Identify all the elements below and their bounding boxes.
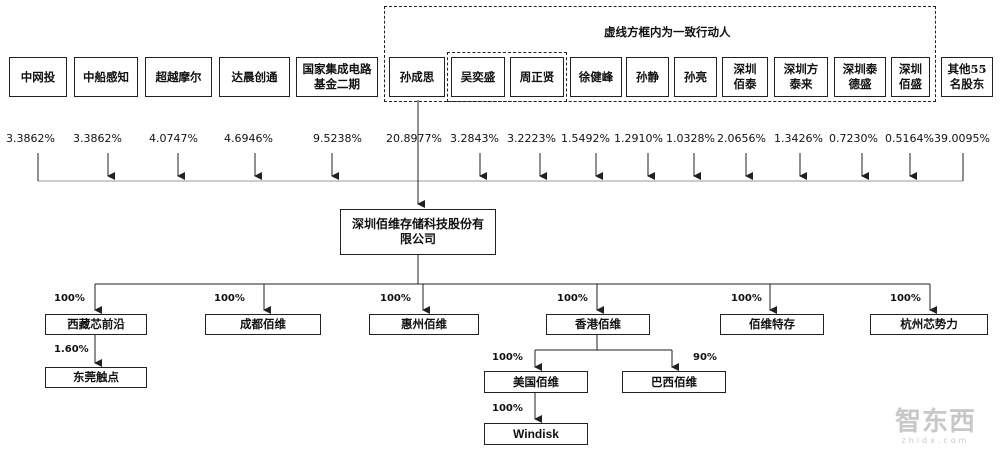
sub-subsidiary-pct: 90% xyxy=(693,352,717,363)
shareholder-box: 徐健峰 xyxy=(570,57,622,97)
shareholding-pct: 3.2843% xyxy=(450,132,499,145)
shareholding-pct: 1.2910% xyxy=(614,132,663,145)
shareholder-box: 周正贤 xyxy=(510,57,564,97)
sub-subsidiary-pct: 100% xyxy=(492,403,523,414)
shareholding-pct: 3.3862% xyxy=(6,132,55,145)
subsidiary-pct: 100% xyxy=(731,293,762,304)
subsidiary-box: 惠州佰维 xyxy=(369,314,479,335)
shareholding-pct: 4.0747% xyxy=(149,132,198,145)
sub-subsidiary-pct: 1.60% xyxy=(54,344,89,355)
shareholder-box: 深圳佰泰 xyxy=(722,57,768,97)
concert-party-label: 虚线方框内为一致行动人 xyxy=(604,25,731,39)
shareholder-box: 孙静 xyxy=(626,57,669,97)
sub-subsidiary-box: 美国佰维 xyxy=(484,371,588,393)
shareholding-pct: 1.0328% xyxy=(666,132,715,145)
shareholder-box: 中船感知 xyxy=(74,57,138,97)
watermark-logo: 智东西 zhidx.com xyxy=(895,408,976,445)
shareholder-box: 国家集成电路基金二期 xyxy=(296,57,378,97)
shareholder-box: 吴奕盛 xyxy=(451,57,505,97)
shareholding-pct: 1.3426% xyxy=(774,132,823,145)
sub-subsidiary-box: Windisk xyxy=(484,423,588,445)
shareholder-box: 达晨创通 xyxy=(219,57,290,97)
subsidiary-pct: 100% xyxy=(557,293,588,304)
subsidiary-box: 西藏芯前沿 xyxy=(45,314,147,335)
subsidiary-box: 佰维特存 xyxy=(720,314,824,335)
shareholding-pct: 4.6946% xyxy=(224,132,273,145)
shareholder-box: 深圳泰德盛 xyxy=(834,57,886,97)
company-box: 深圳佰维存储科技股份有限公司 xyxy=(340,209,496,255)
shareholder-box: 孙亮 xyxy=(674,57,717,97)
watermark-title: 智东西 xyxy=(894,407,976,437)
subsidiary-box: 香港佰维 xyxy=(546,314,650,335)
subsidiary-pct: 100% xyxy=(214,293,245,304)
shareholding-pct: 39.0095% xyxy=(934,132,990,145)
shareholding-pct: 20.8977% xyxy=(386,132,442,145)
sub-subsidiary-box: 东莞触点 xyxy=(45,367,147,388)
shareholding-pct: 3.2223% xyxy=(507,132,556,145)
sub-subsidiary-box: 巴西佰维 xyxy=(622,371,726,393)
concert-party-dashed-box xyxy=(384,6,936,102)
shareholder-box: 深圳方泰来 xyxy=(774,57,828,97)
subsidiary-box: 成都佰维 xyxy=(205,314,321,335)
shareholding-pct: 2.0656% xyxy=(717,132,766,145)
shareholder-box: 其他55名股东 xyxy=(941,57,993,97)
subsidiary-pct: 100% xyxy=(380,293,411,304)
subsidiary-pct: 100% xyxy=(54,293,85,304)
shareholding-pct: 0.7230% xyxy=(829,132,878,145)
shareholder-box: 超越摩尔 xyxy=(145,57,212,97)
subsidiary-pct: 100% xyxy=(890,293,921,304)
shareholder-box: 孙成思 xyxy=(389,57,445,97)
watermark-subtitle: zhidx.com xyxy=(901,436,970,445)
shareholding-pct: 9.5238% xyxy=(313,132,362,145)
shareholding-pct: 3.3862% xyxy=(73,132,122,145)
shareholder-box: 深圳佰盛 xyxy=(891,57,930,97)
shareholder-box: 中网投 xyxy=(9,57,67,97)
subsidiary-box: 杭州芯势力 xyxy=(870,314,988,335)
inner-dashed-box xyxy=(447,52,567,102)
shareholding-pct: 0.5164% xyxy=(885,132,934,145)
sub-subsidiary-pct: 100% xyxy=(492,352,523,363)
shareholding-pct: 1.5492% xyxy=(561,132,610,145)
